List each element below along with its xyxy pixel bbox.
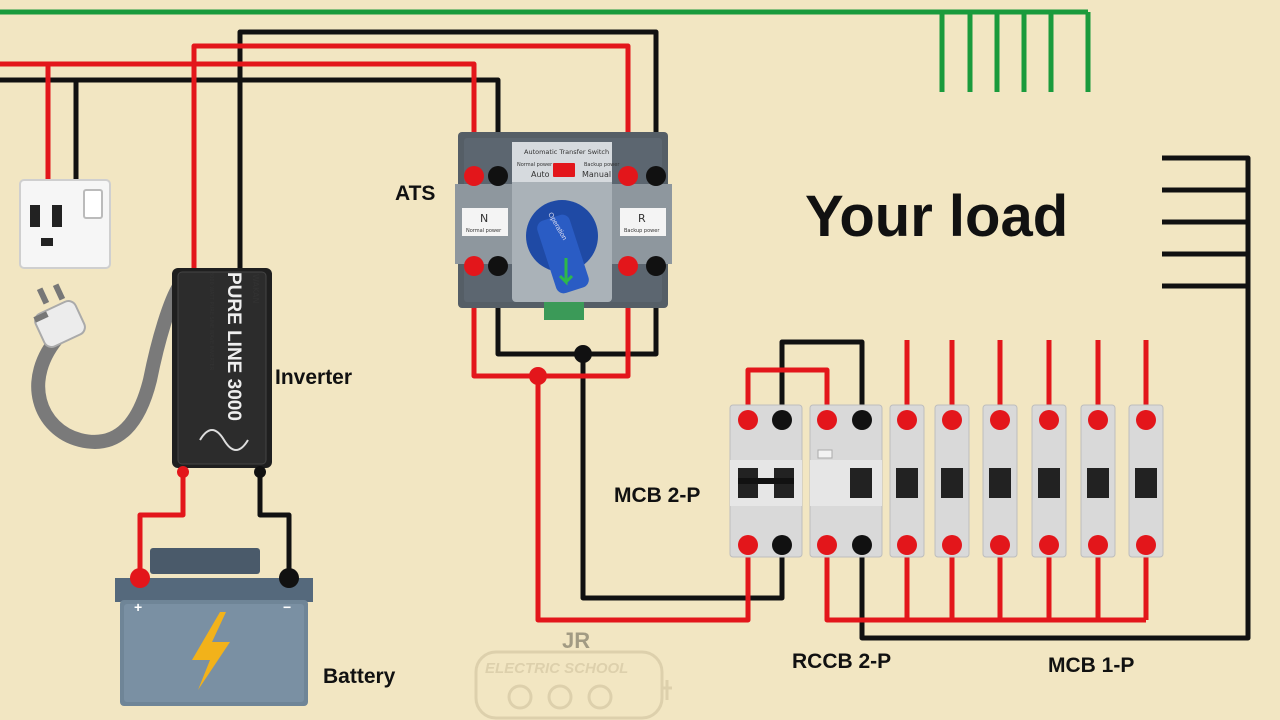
live-wiring (0, 43, 1149, 623)
bolt-icon (192, 612, 230, 690)
mcb-1p-group (889, 404, 1164, 558)
ats-label: ATS (395, 182, 435, 205)
ats-header: Automatic Transfer Switch (524, 148, 609, 156)
mcb2p-label: MCB 2-P (614, 484, 700, 507)
watermark-name: ELECTRIC SCHOOL (485, 660, 628, 677)
inverter: WAKAN PURE LINE 3000 3000 WATT PURE SINE… (172, 268, 272, 478)
ats-manual: Manual (582, 170, 611, 179)
earth-rod-icon (939, 12, 1091, 92)
ats-n-label: N (480, 212, 488, 225)
watermark: JR ELECTRIC SCHOOL (474, 628, 672, 720)
inverter-brand: WAKAN (251, 274, 260, 304)
mcb-1p-2 (934, 404, 970, 558)
socket-icon (19, 179, 111, 269)
mcb-1p-1 (889, 404, 925, 558)
ats-auto: Auto (531, 170, 550, 179)
ats-r-label: R (638, 212, 646, 225)
plug-icon (31, 278, 187, 449)
inverter-tagline: 3000 WATT PURE SINE WAVE INVERTER (208, 272, 214, 371)
mcb-2p (729, 404, 803, 558)
watermark-initials: JR (562, 628, 590, 653)
battery: + − (115, 548, 313, 706)
rccb-2p (809, 404, 883, 558)
inverter-model: PURE LINE 3000 (223, 272, 244, 421)
mcb1p-label: MCB 1-P (1048, 654, 1134, 677)
junctions (529, 345, 592, 385)
mcb-1p-3 (982, 404, 1018, 558)
ats-r-caption: Backup power (624, 228, 660, 234)
earth-wiring (0, 9, 1091, 92)
ats-n-caption: Normal power (466, 228, 502, 234)
battery-label: Battery (323, 665, 396, 688)
arrow-icon (558, 258, 574, 286)
mcb-1p-5 (1080, 404, 1116, 558)
inverter-label: Inverter (275, 366, 352, 389)
mcb-1p-6 (1128, 404, 1164, 558)
ats-backup-power: Backup power (584, 162, 620, 168)
load-title: Your load (805, 184, 1068, 249)
ats-normal-power: Normal power (517, 162, 553, 168)
mcb-1p-4 (1031, 404, 1067, 558)
rccb2p-label: RCCB 2-P (792, 650, 891, 673)
battery-minus: − (283, 599, 291, 615)
battery-plus: + (134, 599, 142, 615)
load-lines (1162, 187, 1248, 289)
sine-wave-icon (199, 429, 249, 451)
ats-switch: Automatic Transfer Switch Normal power B… (455, 132, 672, 320)
